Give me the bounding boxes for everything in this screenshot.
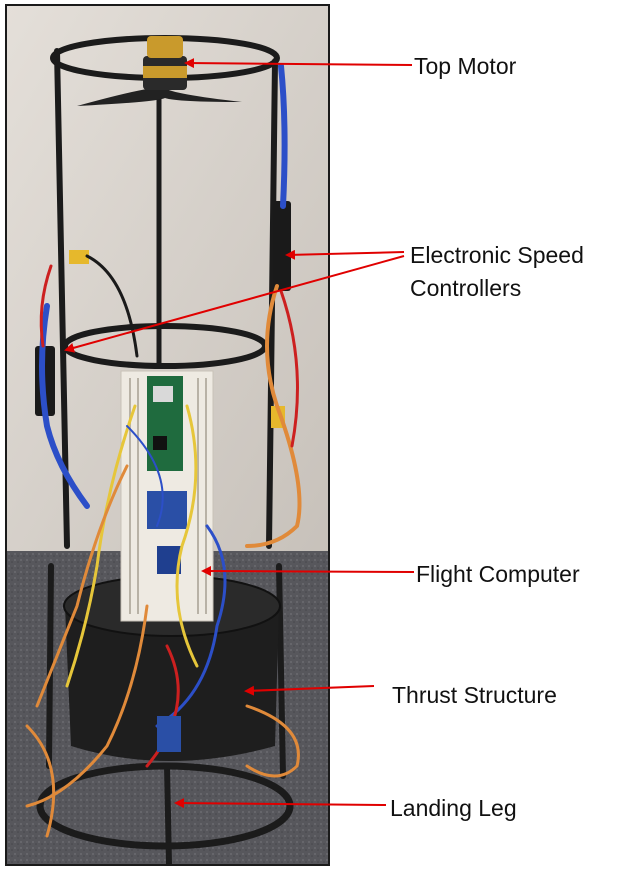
breadboard-illustration — [120, 370, 214, 622]
rocket-prototype-photo — [5, 4, 330, 866]
servo-illustration — [157, 716, 181, 752]
wires-illustration — [25, 63, 302, 838]
label-landing-leg: Landing Leg — [390, 795, 517, 821]
label-esc-line1: Electronic Speed — [410, 242, 584, 268]
top-motor-illustration — [77, 36, 242, 106]
photo-illustration — [7, 6, 328, 864]
label-top-motor: Top Motor — [414, 53, 517, 79]
label-thrust-structure: Thrust Structure — [392, 682, 557, 708]
label-esc-line2: Controllers — [410, 275, 522, 301]
label-flight-computer: Flight Computer — [416, 561, 580, 587]
